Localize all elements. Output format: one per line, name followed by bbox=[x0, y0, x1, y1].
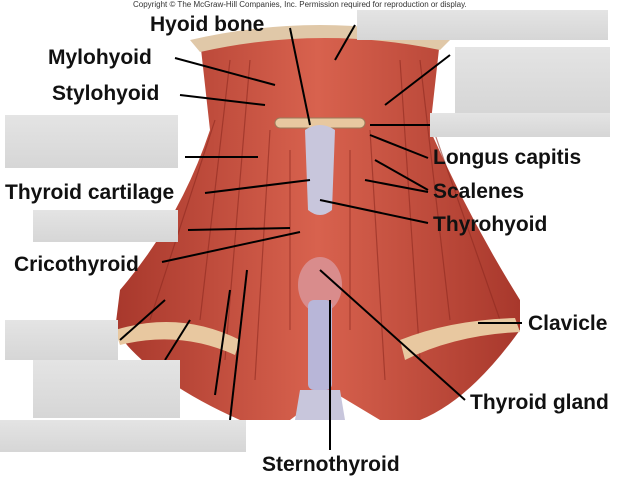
label-stylohyoid: Stylohyoid bbox=[52, 82, 160, 105]
leader-lines bbox=[119, 24, 522, 450]
label-mylohyoid: Mylohyoid bbox=[48, 46, 152, 69]
label-clavicle: Clavicle bbox=[528, 312, 608, 335]
label-thyroid-cartilage: Thyroid cartilage bbox=[5, 181, 175, 204]
neck-muscle-mass bbox=[115, 30, 520, 420]
label-cricothyroid: Cricothyroid bbox=[14, 253, 139, 276]
label-scalenes: Scalenes bbox=[433, 180, 525, 203]
muscle-fibers bbox=[149, 59, 501, 381]
label-longus-capitis: Longus capitis bbox=[433, 146, 582, 169]
blank-label-box bbox=[33, 360, 180, 418]
blank-label-box bbox=[33, 210, 178, 242]
label-thyrohyoid: Thyrohyoid bbox=[433, 213, 548, 236]
label-sternothyroid: Sternothyroid bbox=[262, 453, 400, 476]
trachea bbox=[308, 300, 332, 390]
sternum bbox=[295, 390, 345, 420]
blank-label-box bbox=[455, 47, 610, 113]
copyright-notice: Copyright © The McGraw-Hill Companies, I… bbox=[133, 0, 467, 9]
thyroid-gland bbox=[298, 257, 342, 313]
label-thyroid-gland: Thyroid gland bbox=[470, 391, 609, 414]
thyroid-cartilage bbox=[305, 125, 335, 215]
blank-label-box bbox=[5, 320, 118, 360]
blank-label-box bbox=[357, 10, 608, 40]
right-clavicle bbox=[400, 318, 520, 360]
label-hyoid-bone: Hyoid bone bbox=[150, 13, 265, 36]
blank-label-box bbox=[430, 113, 610, 137]
blank-label-box bbox=[0, 420, 246, 452]
blank-label-box bbox=[5, 115, 178, 168]
